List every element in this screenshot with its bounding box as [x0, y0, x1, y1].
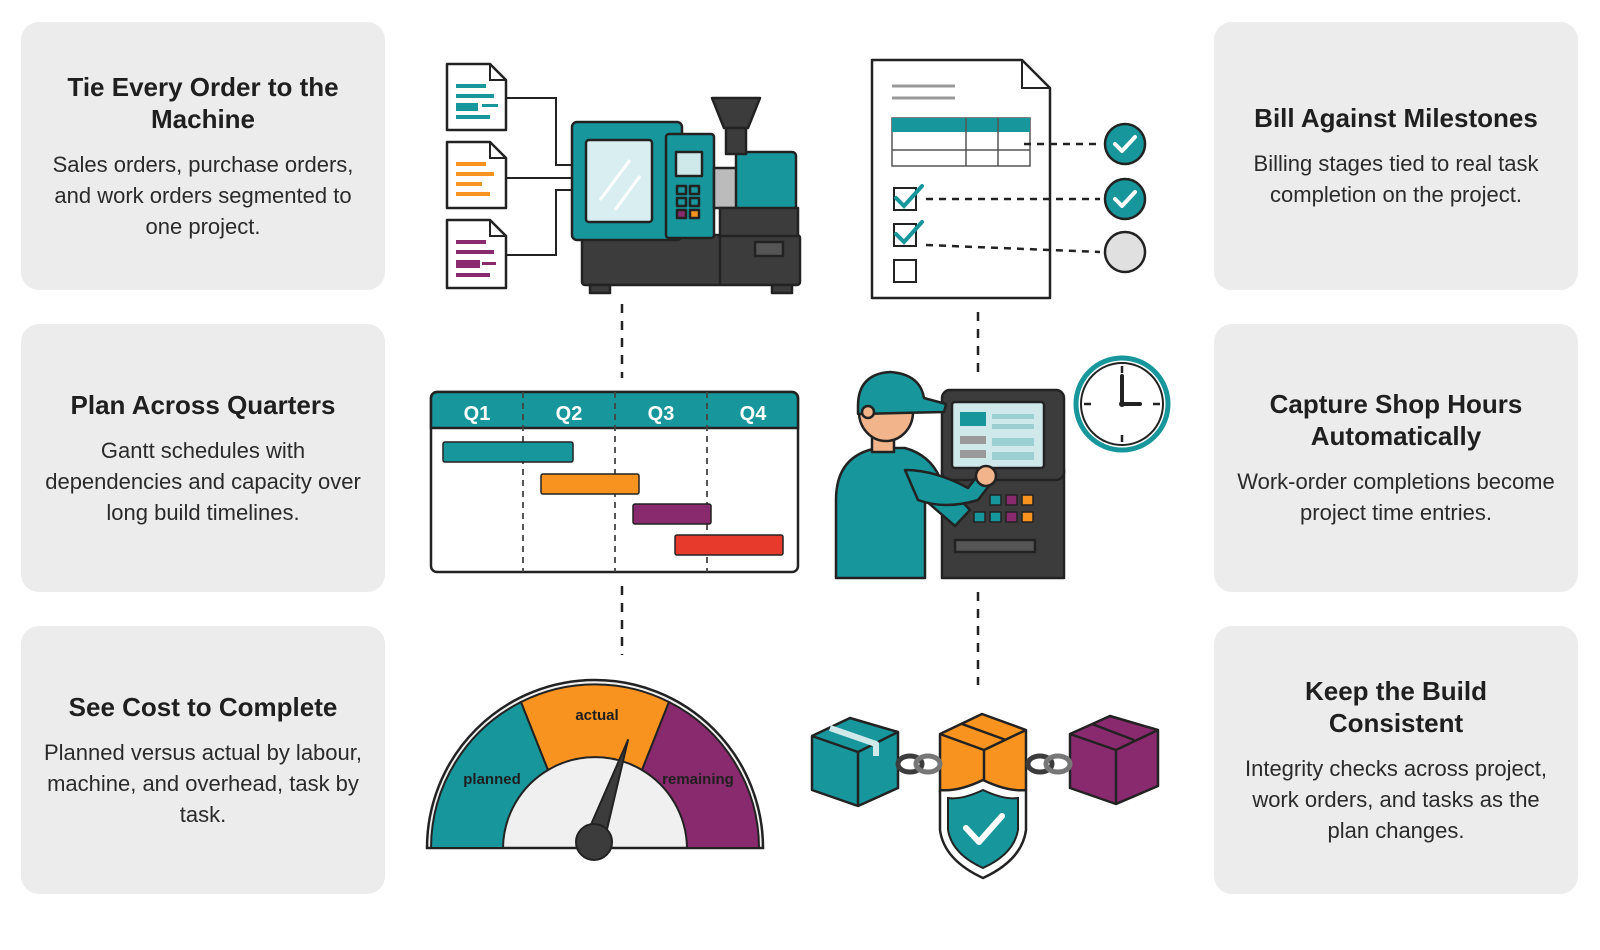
card-body: Gantt schedules with dependencies and ca… — [45, 437, 361, 525]
check-circle-icon — [1103, 122, 1147, 166]
card-title: Plan Across Quarters — [70, 389, 336, 420]
card-body: Planned versus actual by labour, machine… — [44, 739, 362, 827]
injection-machine-icon — [570, 96, 802, 295]
card-title: Bill Against Milestones — [1254, 103, 1538, 133]
gantt-bar — [540, 473, 640, 495]
clock-icon — [1073, 355, 1171, 453]
card-title: Tie Every Order to the Machine — [67, 71, 339, 134]
linked-boxes-icon — [810, 712, 1160, 810]
quarter-label: Q3 — [648, 403, 675, 425]
card-tie-orders: Tie Every Order to the Machine Sales ord… — [21, 22, 385, 290]
gantt-bar — [674, 534, 784, 556]
card-bill-milestones: Bill Against Milestones Billing stages t… — [1214, 22, 1578, 290]
card-cost-to-complete: See Cost to Complete Planned versus actu… — [21, 626, 385, 894]
gauge-icon: planned actual remaining — [425, 678, 765, 861]
card-build-consistent: Keep the Build Consistent Integrity chec… — [1214, 626, 1578, 894]
card-body: Sales orders, purchase orders, and work … — [52, 151, 354, 239]
check-circle-icon — [1103, 177, 1147, 221]
shield-check-icon — [938, 778, 1028, 880]
quarter-label: Q4 — [740, 403, 768, 425]
card-title: See Cost to Complete — [68, 691, 338, 722]
card-title: Keep the Build Consistent — [1304, 675, 1487, 738]
operator-kiosk-icon — [834, 370, 1066, 580]
document-icon — [445, 62, 508, 132]
gantt-chart-icon: Q1 Q2 Q3 Q4 — [429, 390, 800, 574]
gauge-planned-label: planned — [463, 771, 521, 788]
card-shop-hours: Capture Shop Hours Automatically Work-or… — [1214, 324, 1578, 592]
empty-circle-icon — [1103, 230, 1147, 274]
dashed-connectors — [620, 304, 980, 685]
card-plan-quarters: Plan Across Quarters Gantt schedules wit… — [21, 324, 385, 592]
document-icon — [445, 218, 508, 290]
quarter-label: Q1 — [464, 403, 491, 425]
card-body: Billing stages tied to real task complet… — [1253, 151, 1539, 207]
quarter-label: Q2 — [556, 403, 583, 425]
order-documents — [445, 62, 585, 290]
gantt-bar — [632, 503, 712, 525]
gauge-remaining-label: remaining — [662, 771, 734, 788]
gauge-actual-label: actual — [575, 707, 618, 724]
card-body: Integrity checks across project, work or… — [1244, 755, 1547, 843]
checklist-document-icon — [870, 58, 1052, 300]
gantt-bar — [442, 441, 574, 463]
card-body: Work-order completions become project ti… — [1237, 469, 1555, 525]
document-icon — [445, 140, 508, 210]
card-title: Capture Shop Hours Automatically — [1269, 389, 1523, 451]
milestone-connectors — [925, 142, 1101, 254]
